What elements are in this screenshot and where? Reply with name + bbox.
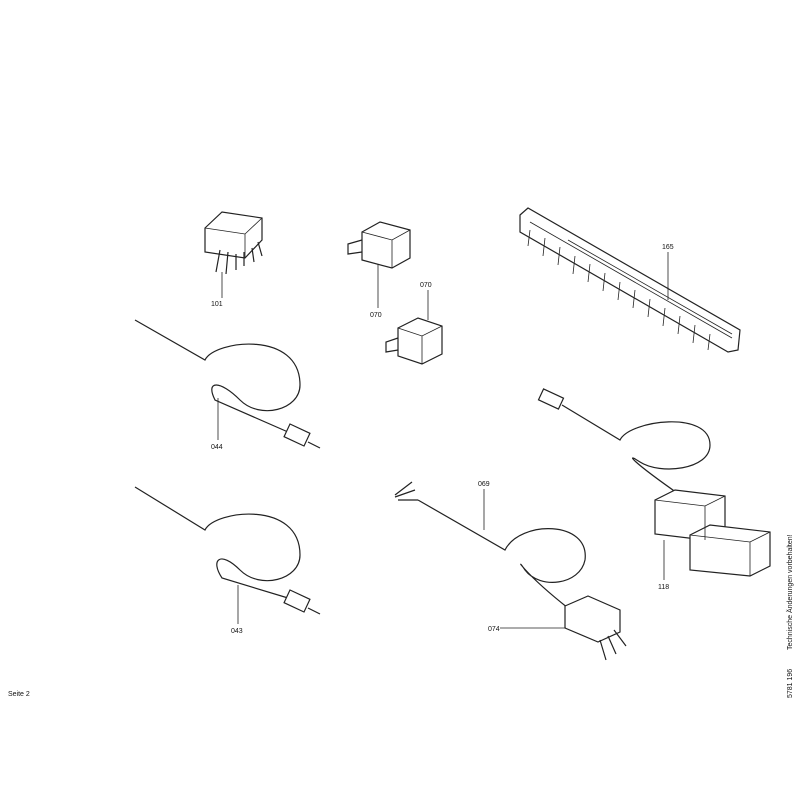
label-070-top: 070	[370, 312, 382, 319]
part-118-cable-with-boxes	[537, 388, 771, 580]
label-043: 043	[231, 628, 243, 635]
part-101-connector	[204, 211, 263, 298]
document-number: 5781 196	[787, 669, 794, 698]
part-070-connector-top	[347, 221, 411, 308]
part-165-terminal-rail	[519, 207, 741, 353]
part-043-cable	[134, 486, 321, 624]
label-118: 118	[658, 584, 669, 591]
page-label: Seite 2	[8, 691, 30, 698]
part-069-cable-with-074-connector	[394, 481, 627, 661]
change-notice: Technische Änderungen vorbehalten!	[786, 534, 794, 650]
part-070-connector-bottom	[385, 290, 443, 365]
label-069: 069	[478, 481, 490, 488]
label-044: 044	[211, 444, 223, 451]
label-074: 074	[488, 626, 500, 633]
part-044-cable	[134, 319, 321, 449]
label-070-bottom: 070	[420, 282, 432, 289]
label-101: 101	[211, 301, 223, 308]
label-165: 165	[662, 244, 674, 251]
